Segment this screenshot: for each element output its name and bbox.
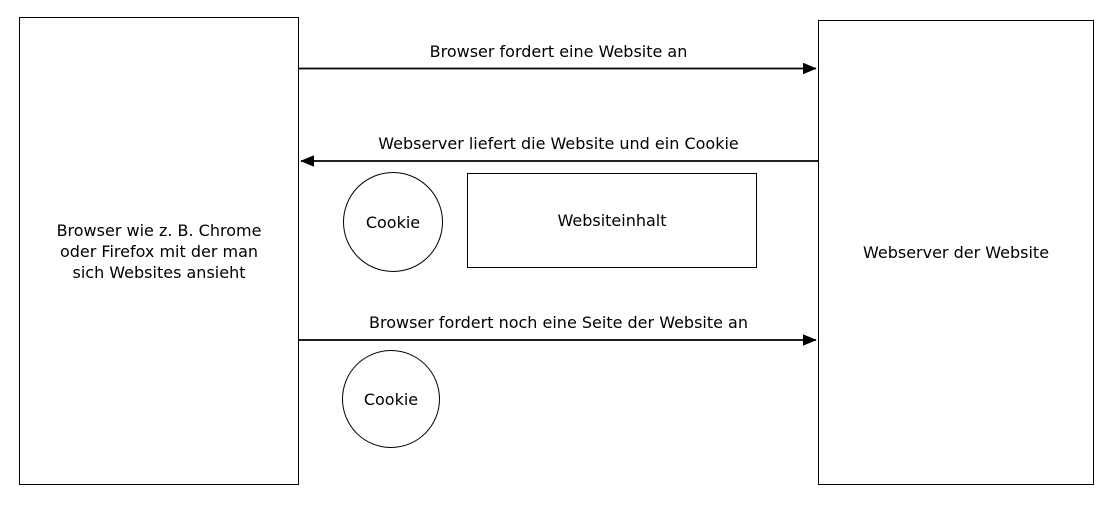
node-browser-label-line2: oder Firefox mit der man — [59, 241, 259, 261]
node-cookie-first-label: Cookie — [365, 212, 421, 232]
node-cookie-first: Cookie — [343, 172, 443, 272]
arrow-label-request-next-page: Browser fordert noch eine Seite der Webs… — [368, 313, 748, 332]
node-browser-label-line3: sich Websites ansieht — [72, 262, 246, 282]
node-webserver-label: Webserver der Website — [862, 243, 1050, 262]
arrow-label-request-website: Browser fordert eine Website an — [429, 42, 688, 61]
node-browser: Browser wie z. B. Chrome oder Firefox mi… — [19, 17, 299, 485]
node-browser-label: Browser wie z. B. Chrome oder Firefox mi… — [57, 220, 262, 283]
node-website-content: Websiteinhalt — [467, 173, 757, 268]
node-cookie-second-label: Cookie — [363, 389, 419, 409]
node-website-content-label: Websiteinhalt — [557, 211, 667, 230]
node-webserver: Webserver der Website — [818, 20, 1094, 485]
node-cookie-second: Cookie — [342, 350, 440, 448]
arrow-label-deliver-website-cookie: Webserver liefert die Website und ein Co… — [378, 134, 739, 153]
node-browser-label-line1: Browser wie z. B. Chrome — [56, 220, 262, 240]
